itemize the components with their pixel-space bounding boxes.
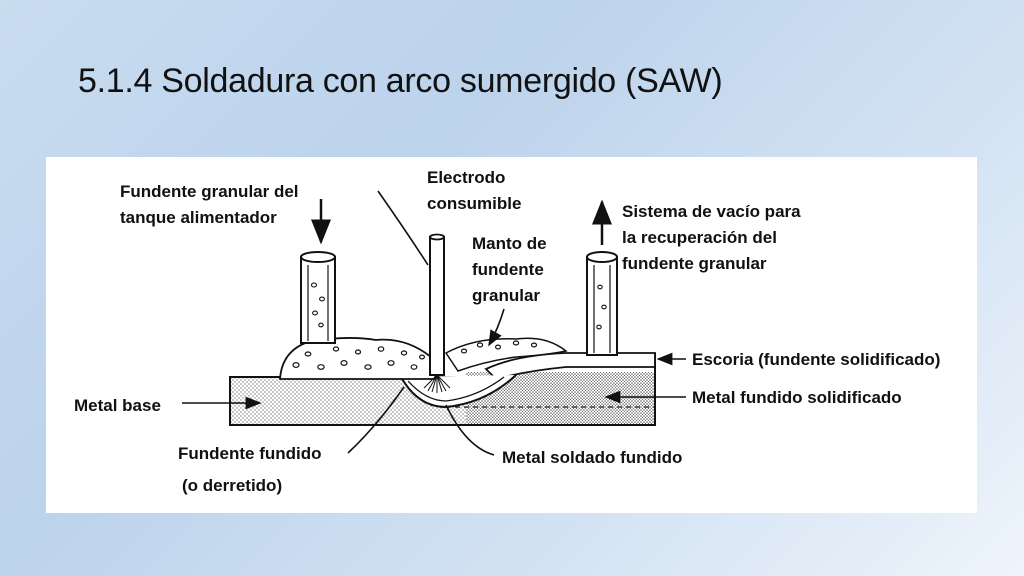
label-electrode-line2: consumible	[427, 194, 521, 213]
label-vacuum-line1: Sistema de vacío para	[622, 202, 801, 221]
molten-flux-leader	[347, 386, 405, 454]
slide-title: 5.1.4 Soldadura con arco sumergido (SAW)	[78, 62, 723, 100]
label-solidified-metal: Metal fundido solidificado	[692, 388, 902, 407]
label-molten-weld-metal: Metal soldado fundido	[502, 448, 682, 467]
label-slag: Escoria (fundente solidificado)	[692, 350, 940, 369]
label-flux-blanket-line3: granular	[472, 286, 540, 305]
label-vacuum-line3: fundente granular	[622, 254, 767, 273]
slag-layer	[484, 352, 656, 381]
flux-blanket-leader	[488, 308, 505, 347]
flux-feed-tube	[300, 251, 336, 344]
label-flux-blanket-line2: fundente	[472, 260, 544, 279]
saw-diagram: Fundente granular del tanque alimentador…	[74, 168, 940, 495]
label-flux-blanket-line1: Manto de	[472, 234, 547, 253]
flux-blanket	[279, 337, 438, 380]
electrode-leader	[377, 190, 429, 266]
label-granular-flux-line1: Fundente granular del	[120, 182, 299, 201]
label-molten-flux-line2: (o derretido)	[182, 476, 282, 495]
label-vacuum-line2: la recuperación del	[622, 228, 777, 247]
label-granular-flux-line2: tanque alimentador	[120, 208, 277, 227]
molten-weld-leader	[445, 404, 495, 456]
label-electrode-line1: Electrodo	[427, 168, 505, 187]
electrode	[423, 233, 451, 393]
label-molten-flux-line1: Fundente fundido	[178, 444, 322, 463]
label-base-metal: Metal base	[74, 396, 161, 415]
saw-diagram-panel: Fundente granular del tanque alimentador…	[46, 157, 977, 513]
vacuum-recovery-tube	[586, 251, 618, 356]
